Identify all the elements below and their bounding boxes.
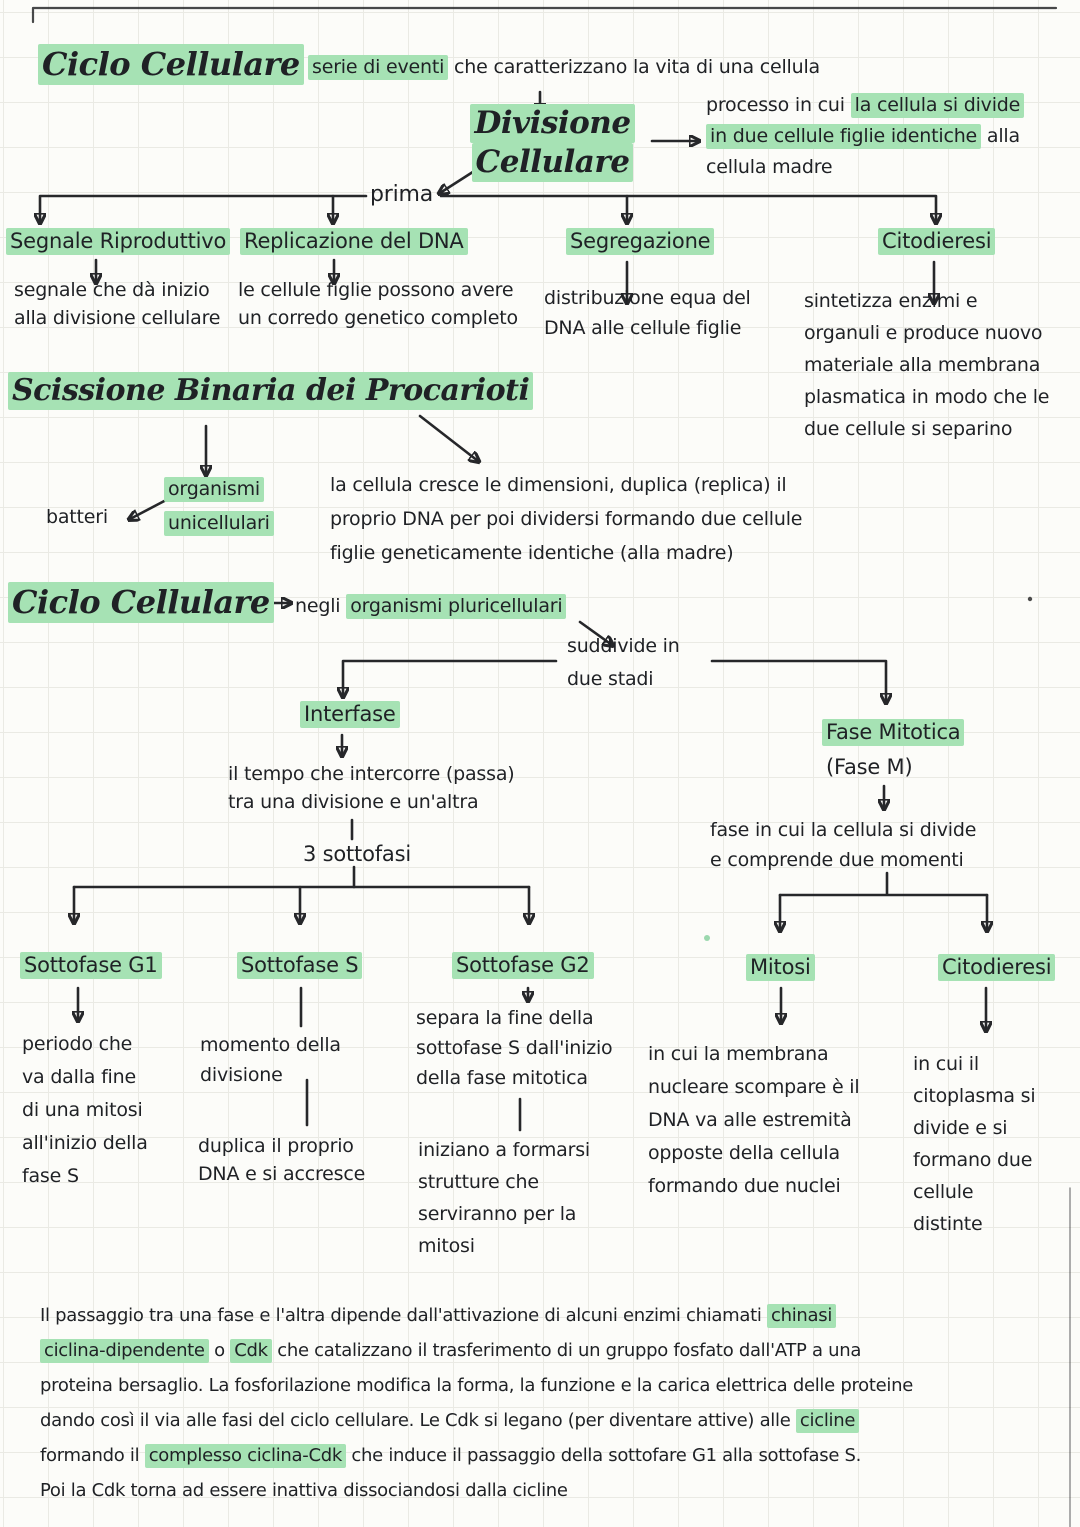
batteri-label: batteri xyxy=(46,506,108,528)
header-segnale-riproduttivo-text: Segnale Riproduttivo xyxy=(6,228,231,255)
sottofase-g2-desc-2: iniziano a formarsi strutture che servir… xyxy=(418,1139,591,1257)
arrow-organismi-batteri xyxy=(130,496,172,519)
citodieresi-2-desc: in cui il citoplasma si divide e si form… xyxy=(913,1053,1036,1235)
tre-sottofasi-label: 3 sottofasi xyxy=(303,842,411,866)
organismi-unicellulari-label: organismi unicellulari xyxy=(164,472,274,540)
header-fase-mitotica-text: Fase Mitotica xyxy=(822,719,965,746)
line-fasem-branch xyxy=(778,871,989,897)
title-scissione-binaria: Scissione Binaria dei Procarioti xyxy=(8,372,534,410)
line-prima-left xyxy=(40,194,368,222)
organismi-unicellulari-text: organismi unicellulari xyxy=(164,477,274,536)
title-scissione-binaria-text: Scissione Binaria dei Procarioti xyxy=(8,372,534,410)
header-citodieresi-2-text: Citodieresi xyxy=(938,954,1056,981)
stray-dot-dark xyxy=(1027,596,1033,602)
title-ciclo-cellulare-2-text: Ciclo Cellulare xyxy=(8,582,274,623)
line-prima-right xyxy=(439,194,936,222)
header-replicazione-dna: Replicazione del DNA xyxy=(240,228,468,255)
title-ciclo-cellulare-1: Ciclo Cellulare xyxy=(38,44,304,85)
sottofase-g2-desc-1: separa la fine della sottofase S dall'in… xyxy=(416,1007,613,1089)
line-suddivide-interfase xyxy=(343,659,558,696)
segnale-desc: segnale che dà inizio alla divisione cel… xyxy=(14,279,221,329)
header-sottofase-g1-text: Sottofase G1 xyxy=(20,952,162,979)
stray-dot-green xyxy=(704,935,710,941)
header-sottofase-s-text: Sottofase S xyxy=(237,952,363,979)
arrow-pluricellulari-suddivide xyxy=(578,620,612,645)
prima-label: prima xyxy=(370,182,434,207)
header-segnale-riproduttivo: Segnale Riproduttivo xyxy=(6,228,231,255)
scissione-desc: la cellula cresce le dimensioni, duplica… xyxy=(330,474,803,564)
cdk-paragraph: Il passaggio tra una fase e l'altra dipe… xyxy=(40,1304,913,1501)
header-sottofase-s: Sottofase S xyxy=(237,952,363,979)
page-top-border xyxy=(31,6,1058,24)
citodieresi-desc: sintetizza enzimi e organuli e produce n… xyxy=(804,290,1050,440)
header-segregazione: Segregazione xyxy=(566,228,715,255)
fase-mitotica-desc: fase in cui la cellula si divide e compr… xyxy=(710,819,977,871)
sottofase-s-desc-2: duplica il proprio DNA e si accresce xyxy=(198,1135,366,1185)
interfase-desc: il tempo che intercorre (passa) tra una … xyxy=(228,763,515,813)
header-sottofase-g2: Sottofase G2 xyxy=(452,952,594,979)
arrow-scissione-desc xyxy=(418,414,478,461)
suddivide-text: suddivide in due stadi xyxy=(567,635,680,690)
title-divisione-cellulare-text: Divisione Cellulare xyxy=(470,104,635,182)
mitosi-desc: in cui la membrana nucleare scompare è i… xyxy=(648,1043,860,1197)
header-fase-mitotica: Fase Mitotica xyxy=(822,719,965,746)
segregazione-desc: distribuzione equa del DNA alle cellule … xyxy=(544,287,751,339)
sottofase-s-desc-1: momento della divisione xyxy=(200,1034,341,1086)
header-sottofase-g2-text: Sottofase G2 xyxy=(452,952,594,979)
title-ciclo-cellulare-1-text: Ciclo Cellulare xyxy=(38,44,304,85)
processo-desc: processo in cui la cellula si divide in … xyxy=(706,90,1025,183)
page-borders xyxy=(31,6,1071,1527)
header-replicazione-dna-text: Replicazione del DNA xyxy=(240,228,468,255)
line-suddivide-fase-mitotica xyxy=(710,659,886,702)
header-mitosi-text: Mitosi xyxy=(746,954,815,981)
header-citodieresi-text: Citodieresi xyxy=(878,228,996,255)
fase-m-label: (Fase M) xyxy=(826,755,913,779)
header-sottofase-g1: Sottofase G1 xyxy=(20,952,162,979)
header-interfase: Interfase xyxy=(300,701,400,728)
title-ciclo-cellulare-2: Ciclo Cellulare xyxy=(8,582,274,623)
header-citodieresi-2: Citodieresi xyxy=(938,954,1056,981)
header-interfase-text: Interfase xyxy=(300,701,400,728)
header-segregazione-text: Segregazione xyxy=(566,228,715,255)
serie-di-eventi-text: serie di eventi che caratterizzano la vi… xyxy=(308,53,820,82)
sottofase-g1-desc: periodo che va dalla fine di una mitosi … xyxy=(22,1033,148,1187)
pluricellulari-text: negli organismi pluricellulari xyxy=(295,592,567,621)
header-citodieresi: Citodieresi xyxy=(878,228,996,255)
replicazione-desc: le cellule figlie possono avere un corre… xyxy=(238,279,518,329)
title-divisione-cellulare: Divisione Cellulare xyxy=(460,104,645,182)
header-mitosi: Mitosi xyxy=(746,954,815,981)
